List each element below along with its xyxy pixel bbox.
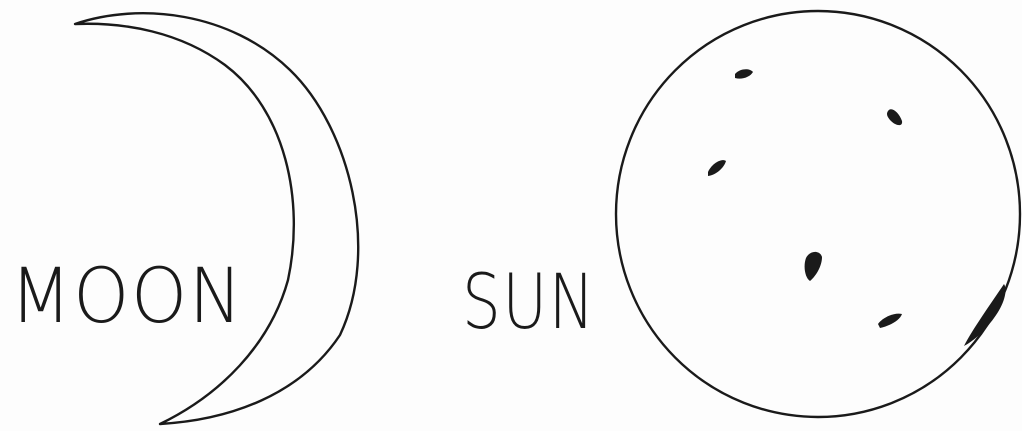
sunspot (805, 252, 822, 281)
sunspot (964, 284, 1006, 346)
sunspot (735, 69, 753, 78)
sunspot (887, 109, 902, 125)
sunspot (878, 314, 902, 328)
moon-label: MOON (10, 251, 244, 340)
sun-label: SUN (462, 257, 596, 346)
sun-circle-icon (616, 11, 1020, 417)
sun-spots (708, 69, 1006, 346)
moon-crescent-icon (75, 13, 358, 424)
sunspot (708, 160, 726, 176)
